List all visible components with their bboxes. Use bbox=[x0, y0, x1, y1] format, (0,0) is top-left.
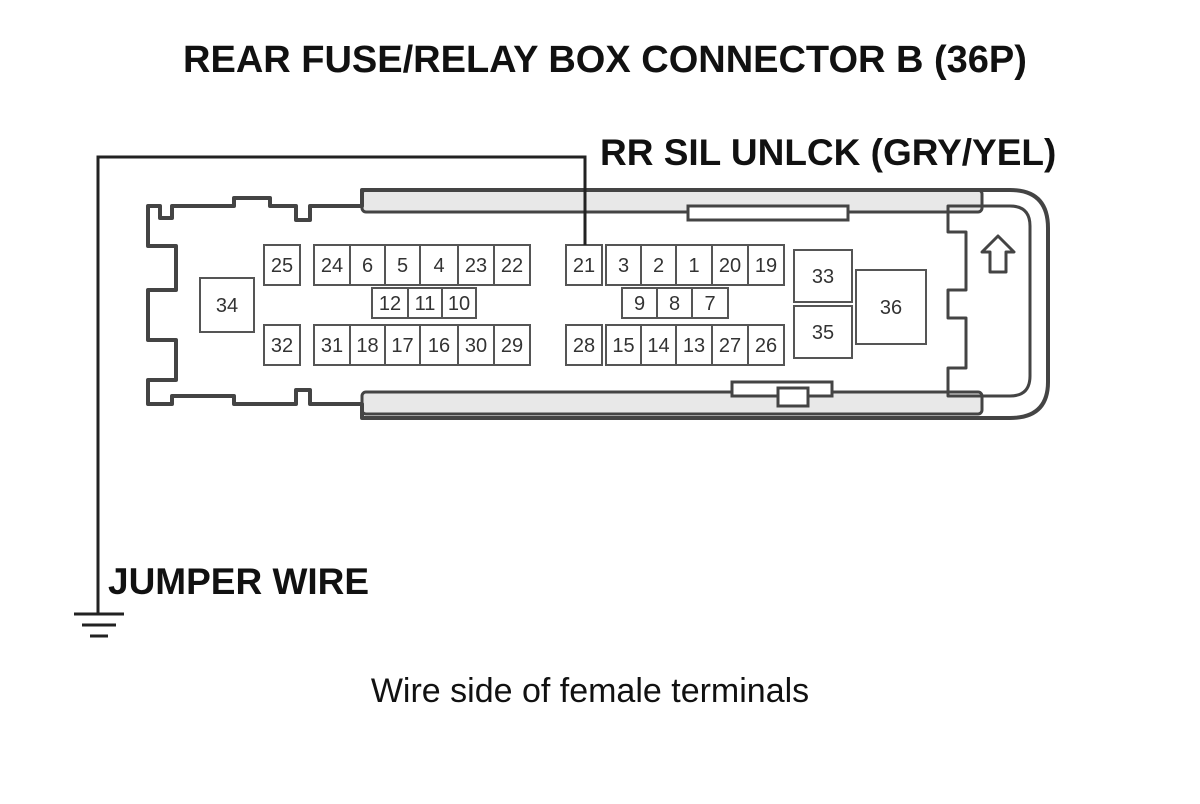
pin-14: 14 bbox=[640, 324, 677, 366]
pin-33: 33 bbox=[793, 249, 853, 303]
jumper-wire bbox=[96, 155, 587, 614]
pin-label: 1 bbox=[688, 255, 699, 277]
pin-21: 21 bbox=[565, 244, 603, 286]
pin-16: 16 bbox=[419, 324, 459, 366]
pin-label: 27 bbox=[719, 335, 741, 357]
pin-label: 35 bbox=[812, 322, 834, 344]
pin-17: 17 bbox=[384, 324, 421, 366]
ground-symbol-icon bbox=[74, 612, 124, 638]
pin-15: 15 bbox=[605, 324, 642, 366]
pin-label: 18 bbox=[356, 335, 378, 357]
pin-label: 17 bbox=[391, 335, 413, 357]
pin-23: 23 bbox=[457, 244, 495, 286]
pin-label: 15 bbox=[612, 335, 634, 357]
pin-label: 11 bbox=[415, 293, 436, 315]
pin-label: 33 bbox=[812, 266, 834, 288]
pin-35: 35 bbox=[793, 305, 853, 359]
pin-25: 25 bbox=[263, 244, 301, 286]
pin-30: 30 bbox=[457, 324, 495, 366]
pin-8: 8 bbox=[656, 287, 693, 319]
pin-13: 13 bbox=[675, 324, 713, 366]
pin-label: 8 bbox=[669, 293, 680, 315]
pin-label: 16 bbox=[428, 335, 450, 357]
pin-22: 22 bbox=[493, 244, 531, 286]
pin-label: 6 bbox=[362, 255, 373, 277]
pin-label: 26 bbox=[755, 335, 777, 357]
pin-label: 31 bbox=[321, 335, 343, 357]
pin-31: 31 bbox=[313, 324, 351, 366]
pin-18: 18 bbox=[349, 324, 386, 366]
pin-label: 2 bbox=[653, 255, 664, 277]
wire-label: RR SIL UNLCK (GRY/YEL) bbox=[600, 132, 1056, 173]
connector-housing bbox=[146, 188, 1050, 420]
pin-6: 6 bbox=[349, 244, 386, 286]
pin-label: 23 bbox=[465, 255, 487, 277]
pin-label: 3 bbox=[618, 255, 629, 277]
pin-26: 26 bbox=[747, 324, 785, 366]
pin-11: 11 bbox=[407, 287, 443, 319]
pin-label: 22 bbox=[501, 255, 523, 277]
pin-label: 19 bbox=[755, 255, 777, 277]
pin-label: 9 bbox=[634, 293, 645, 315]
pin-label: 7 bbox=[704, 293, 715, 315]
pin-12: 12 bbox=[371, 287, 409, 319]
pin-2: 2 bbox=[640, 244, 677, 286]
pin-32: 32 bbox=[263, 324, 301, 366]
pin-10: 10 bbox=[441, 287, 477, 319]
pin-7: 7 bbox=[691, 287, 729, 319]
pin-label: 28 bbox=[573, 335, 595, 357]
pin-5: 5 bbox=[384, 244, 421, 286]
pin-label: 20 bbox=[719, 255, 741, 277]
pin-label: 24 bbox=[321, 255, 343, 277]
pin-28: 28 bbox=[565, 324, 603, 366]
pin-label: 12 bbox=[379, 293, 401, 315]
pin-27: 27 bbox=[711, 324, 749, 366]
pin-label: 25 bbox=[271, 255, 293, 277]
pin-36: 36 bbox=[855, 269, 927, 345]
pin-label: 14 bbox=[647, 335, 669, 357]
pin-19: 19 bbox=[747, 244, 785, 286]
pin-24: 24 bbox=[313, 244, 351, 286]
pin-1: 1 bbox=[675, 244, 713, 286]
pin-20: 20 bbox=[711, 244, 749, 286]
pin-label: 4 bbox=[433, 255, 444, 277]
pin-4: 4 bbox=[419, 244, 459, 286]
pin-34: 34 bbox=[199, 277, 255, 333]
pin-label: 10 bbox=[448, 293, 470, 315]
jumper-wire-label: JUMPER WIRE bbox=[108, 561, 369, 602]
pin-label: 36 bbox=[880, 297, 902, 319]
up-arrow-icon bbox=[980, 234, 1016, 274]
pin-label: 34 bbox=[216, 295, 238, 317]
pin-29: 29 bbox=[493, 324, 531, 366]
diagram-caption: Wire side of female terminals bbox=[371, 672, 809, 710]
pin-label: 13 bbox=[683, 335, 705, 357]
pin-label: 21 bbox=[573, 255, 595, 277]
pin-label: 32 bbox=[271, 335, 293, 357]
pin-label: 5 bbox=[397, 255, 408, 277]
pin-label: 29 bbox=[501, 335, 523, 357]
pin-label: 30 bbox=[465, 335, 487, 357]
pin-3: 3 bbox=[605, 244, 642, 286]
pin-9: 9 bbox=[621, 287, 658, 319]
diagram-title: REAR FUSE/RELAY BOX CONNECTOR B (36P) bbox=[183, 39, 1027, 81]
